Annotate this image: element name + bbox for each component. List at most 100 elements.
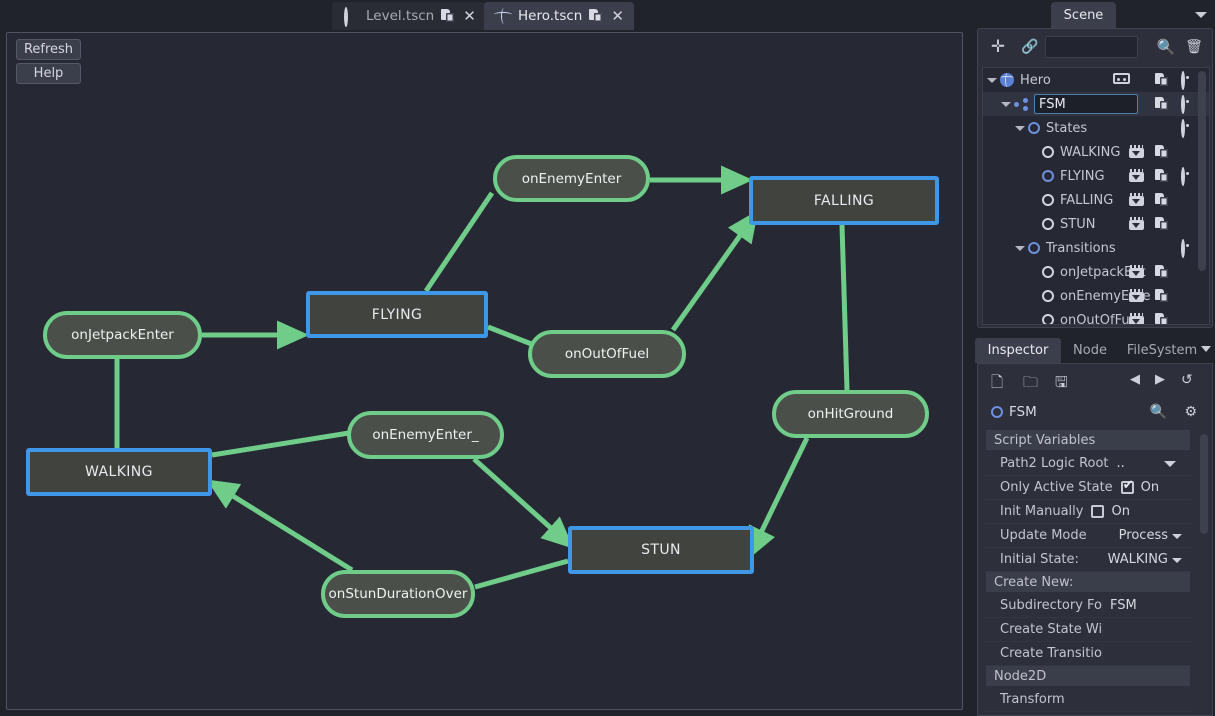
eye-icon[interactable] bbox=[1181, 95, 1185, 114]
tree-item-states[interactable]: States bbox=[983, 116, 1209, 140]
script-icon[interactable] bbox=[1155, 313, 1168, 324]
transition-node-onenemyenter[interactable]: onEnemyEnter bbox=[493, 155, 650, 202]
script-icon[interactable] bbox=[1155, 265, 1168, 283]
save-icon[interactable]: 🖫 bbox=[1055, 373, 1068, 391]
script-icon[interactable] bbox=[1155, 97, 1168, 115]
inspector-scrollbar[interactable] bbox=[1200, 434, 1208, 534]
property-row-only-active-state[interactable]: Only Active StateOn bbox=[986, 476, 1190, 500]
script-icon[interactable] bbox=[1155, 217, 1168, 235]
transition-node-onoutoffuel[interactable]: onOutOfFuel bbox=[528, 330, 686, 378]
trash-icon[interactable]: 🗑 bbox=[1185, 39, 1203, 55]
script-icon[interactable] bbox=[1155, 289, 1168, 307]
state-node-walking[interactable]: WALKING bbox=[26, 448, 212, 496]
history-icon[interactable]: ↺ bbox=[1181, 372, 1193, 388]
caret-down-icon[interactable] bbox=[1201, 346, 1211, 352]
state-node-stun[interactable]: STUN bbox=[568, 526, 754, 574]
eye-icon[interactable] bbox=[1181, 71, 1185, 90]
script-icon[interactable] bbox=[1155, 193, 1168, 211]
expand-twisty-icon[interactable] bbox=[1015, 125, 1025, 131]
script-icon[interactable] bbox=[1155, 169, 1168, 187]
plus-icon[interactable]: ✛ bbox=[990, 37, 1006, 57]
tree-item-onenemyente[interactable]: onEnemyEnte bbox=[983, 284, 1209, 308]
property-category-create-new[interactable]: Create New: bbox=[986, 572, 1190, 592]
transition-node-onenemyenter-alt[interactable]: onEnemyEnter_ bbox=[347, 411, 504, 459]
script-icon[interactable] bbox=[441, 9, 455, 23]
state-label: FLYING bbox=[371, 306, 423, 323]
eye-icon[interactable] bbox=[1181, 119, 1185, 138]
state-label: FALLING bbox=[813, 192, 875, 209]
tree-item-label: States bbox=[1046, 120, 1088, 136]
close-icon[interactable]: ✕ bbox=[611, 6, 624, 25]
tree-item-onjetpackent[interactable]: onJetpackEnt bbox=[983, 260, 1209, 284]
tree-item-transitions[interactable]: Transitions bbox=[983, 236, 1209, 260]
file-icon[interactable]: 🗋 bbox=[991, 373, 1004, 391]
folder-icon[interactable]: 🗀 bbox=[1023, 373, 1039, 391]
script-icon[interactable] bbox=[589, 9, 603, 23]
caret-down-icon[interactable] bbox=[1195, 12, 1207, 18]
help-button[interactable]: Help bbox=[16, 63, 81, 84]
chevron-down-icon[interactable] bbox=[1172, 534, 1182, 539]
expand-twisty-icon[interactable] bbox=[1001, 101, 1011, 107]
eye-icon[interactable] bbox=[1181, 239, 1185, 258]
property-row-transform[interactable]: Transform bbox=[986, 688, 1190, 712]
scene-tree-scrollbar[interactable] bbox=[1198, 71, 1206, 271]
chevron-down-icon[interactable] bbox=[1164, 461, 1176, 467]
circle-icon bbox=[1042, 218, 1054, 230]
close-icon[interactable]: ✕ bbox=[463, 6, 476, 25]
tree-item-flying[interactable]: FLYING bbox=[983, 164, 1209, 188]
scene-filter-input[interactable] bbox=[1045, 36, 1138, 58]
tab-hero-tscn[interactable]: Hero.tscn ✕ bbox=[484, 2, 634, 30]
inspector-object-header: FSM 🔍 ⚙ bbox=[978, 398, 1212, 426]
tab-scene[interactable]: Scene bbox=[1051, 2, 1116, 28]
property-row-initial-state[interactable]: Initial State:WALKING bbox=[986, 548, 1190, 572]
tab-node[interactable]: Node bbox=[1073, 343, 1107, 358]
expand-twisty-icon[interactable] bbox=[987, 77, 997, 83]
property-row-create-transitio[interactable]: Create Transitio bbox=[986, 642, 1190, 666]
script-icon[interactable] bbox=[1155, 73, 1168, 91]
arrow-left-icon[interactable]: ◀ bbox=[1130, 372, 1140, 387]
tree-item-falling[interactable]: FALLING bbox=[983, 188, 1209, 212]
circle-blue-icon bbox=[1042, 170, 1054, 182]
property-label: Path2 Logic Root bbox=[1000, 456, 1109, 471]
tab-filesystem[interactable]: FileSystem bbox=[1126, 343, 1198, 358]
chevron-down-icon[interactable] bbox=[1172, 558, 1182, 563]
tree-item-fsm[interactable]: FSM bbox=[983, 92, 1209, 116]
tree-item-stun[interactable]: STUN bbox=[983, 212, 1209, 236]
transition-node-onstundurationover[interactable]: onStunDurationOver bbox=[321, 570, 475, 618]
refresh-button[interactable]: Refresh bbox=[16, 39, 81, 60]
property-category-script-variables[interactable]: Script Variables bbox=[986, 430, 1190, 450]
script-icon[interactable] bbox=[1155, 145, 1168, 163]
state-node-falling[interactable]: FALLING bbox=[749, 176, 939, 225]
fsm-graph-viewport[interactable]: Refresh Help FLYING FALLING WALKING STUN… bbox=[6, 32, 963, 710]
link-icon[interactable]: 🔗 bbox=[1021, 39, 1039, 55]
property-row-path2-logic-root[interactable]: Path2 Logic Root.. bbox=[986, 452, 1190, 476]
search-icon[interactable]: 🔍 bbox=[1156, 38, 1176, 56]
property-row-create-state-wi[interactable]: Create State Wi bbox=[986, 618, 1190, 642]
tab-level-tscn[interactable]: Level.tscn ✕ bbox=[332, 2, 486, 30]
camera-icon[interactable] bbox=[1113, 73, 1130, 84]
state-node-flying[interactable]: FLYING bbox=[306, 291, 488, 338]
expand-twisty-icon[interactable] bbox=[1015, 245, 1025, 251]
transition-node-onjetpackenter[interactable]: onJetpackEnter bbox=[43, 311, 202, 359]
property-label: Create Transitio bbox=[1000, 646, 1102, 661]
property-checkbox[interactable] bbox=[1120, 479, 1134, 494]
transition-node-onhitground[interactable]: onHitGround bbox=[772, 390, 929, 438]
tab-inspector[interactable]: Inspector bbox=[975, 338, 1061, 363]
search-icon[interactable]: 🔍 bbox=[1149, 404, 1167, 420]
tree-item-onoutoffuel[interactable]: onOutOfFuel bbox=[983, 308, 1209, 324]
property-checkbox[interactable] bbox=[1091, 505, 1105, 518]
property-value[interactable]: FSM bbox=[1110, 598, 1137, 613]
arrow-right-icon[interactable]: ▶ bbox=[1155, 372, 1165, 387]
tree-item-name-input[interactable]: FSM bbox=[1034, 94, 1138, 114]
gear-icon[interactable]: ⚙ bbox=[1184, 404, 1197, 420]
tree-item-hero[interactable]: Hero bbox=[983, 68, 1209, 92]
eye-icon[interactable] bbox=[1181, 167, 1185, 186]
property-category-node2d[interactable]: Node2D bbox=[986, 666, 1190, 686]
tree-item-walking[interactable]: WALKING bbox=[983, 140, 1209, 164]
